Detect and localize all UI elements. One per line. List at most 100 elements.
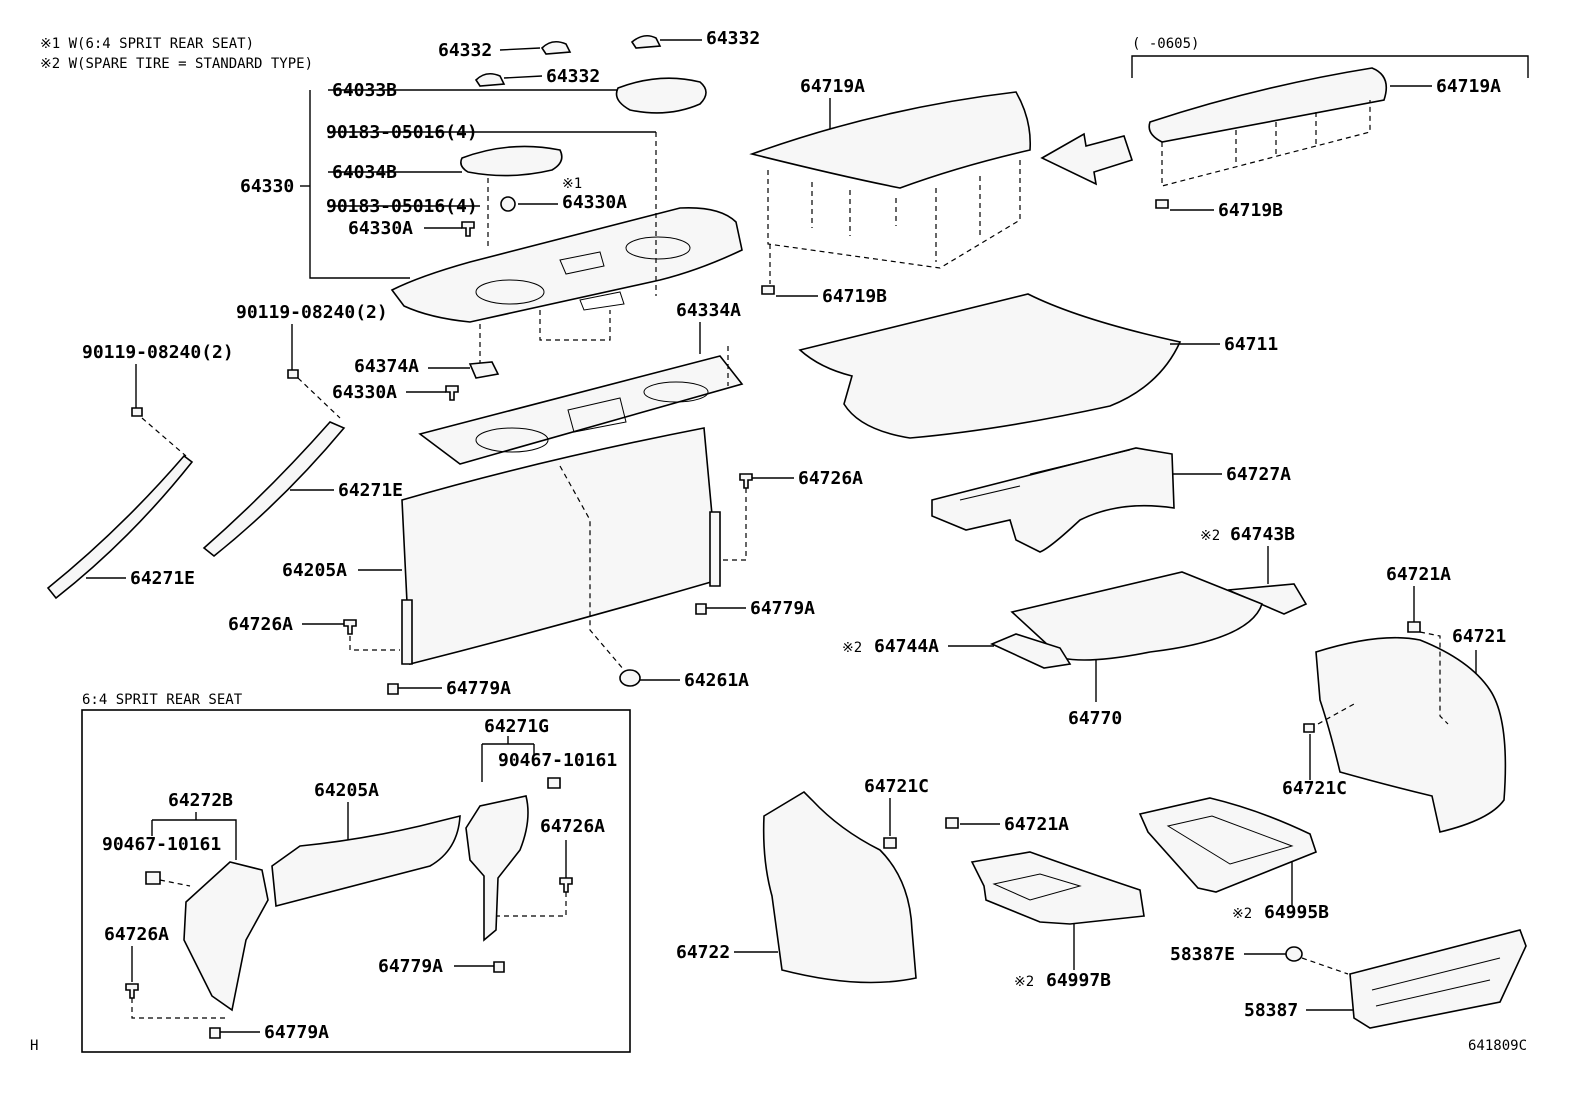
panel-64719A-a — [749, 91, 1032, 189]
label-64205A-a: 64205A — [282, 560, 347, 581]
mark-2-d: ※2 — [1232, 906, 1252, 922]
label-90119-b: 90119-08240(2) — [82, 342, 234, 363]
board-64205A-b — [271, 814, 461, 908]
panel-64719A-b — [1148, 67, 1388, 143]
clip-64779A-b — [387, 683, 399, 695]
label-64726A-b: 64726A — [228, 614, 293, 635]
clip-64726A-b — [343, 619, 357, 635]
label-90183-a: 90183-05016(4) — [326, 122, 478, 143]
label-64721C-b: 64721C — [864, 776, 929, 797]
garnish-64271G — [465, 795, 529, 942]
label-64721A-b: 64721A — [1004, 814, 1069, 835]
clip-90467-b — [145, 871, 161, 885]
label-64330: 64330 — [240, 176, 294, 197]
label-64711: 64711 — [1224, 334, 1278, 355]
clip-90119-a — [287, 369, 299, 379]
label-64726A-d: 64726A — [104, 924, 169, 945]
clip-64779A-c — [493, 961, 505, 973]
floor-64770 — [1010, 571, 1263, 661]
box-64995B — [1138, 797, 1317, 893]
label-64261A: 64261A — [684, 670, 749, 691]
clip-64330A-c — [445, 385, 459, 401]
label-64330A-c: 64330A — [332, 382, 397, 403]
label-64722: 64722 — [676, 942, 730, 963]
label-58387: 58387 — [1244, 1000, 1298, 1021]
label-64034B: 64034B — [332, 162, 397, 183]
clip-64374A — [468, 361, 500, 379]
clip-64721A-a — [1407, 621, 1421, 633]
clip-64261A — [619, 669, 641, 687]
note-2: ※2 W(SPARE TIRE = STANDARD TYPE) — [40, 56, 313, 72]
date-range: ( -0605) — [1132, 36, 1199, 52]
clip-64721C-b — [883, 837, 897, 849]
label-90467-b: 90467-10161 — [102, 834, 221, 855]
label-90183-b: 90183-05016(4) — [326, 196, 478, 217]
inset-box — [81, 709, 631, 1053]
mark-2-c: ※2 — [1014, 974, 1034, 990]
clip-64721A-b — [945, 817, 959, 829]
label-64272B: 64272B — [168, 790, 233, 811]
clip-64719B-b — [1155, 199, 1169, 209]
diagram-code: 641809C — [1468, 1038, 1527, 1054]
cap-64332-c — [474, 72, 506, 87]
clip-64726A-d — [125, 983, 139, 999]
clip-64330A-a — [500, 196, 516, 212]
label-64374A: 64374A — [354, 356, 419, 377]
label-64727A: 64727A — [1226, 464, 1291, 485]
corner-left-mark: H — [30, 1038, 38, 1054]
label-64719B-a: 64719B — [822, 286, 887, 307]
label-64719A-a: 64719A — [800, 76, 865, 97]
label-64770: 64770 — [1068, 708, 1122, 729]
label-64744A: 64744A — [874, 636, 939, 657]
clip-90119-b — [131, 407, 143, 417]
cover-64033B — [615, 77, 707, 114]
label-64779A-c: 64779A — [378, 956, 443, 977]
clip-90467-a — [547, 777, 561, 789]
plate-58387 — [1349, 929, 1527, 1029]
label-64743B: 64743B — [1230, 524, 1295, 545]
label-64332-c: 64332 — [546, 66, 600, 87]
label-64779A-b: 64779A — [446, 678, 511, 699]
label-64033B: 64033B — [332, 80, 397, 101]
mark-2-b: ※2 — [842, 640, 862, 656]
box-64997B — [970, 851, 1145, 925]
trim-64722 — [762, 790, 917, 984]
label-64271G: 64271G — [484, 716, 549, 737]
mark-1: ※1 — [562, 176, 582, 192]
trim-64721 — [1315, 636, 1507, 833]
label-64779A-a: 64779A — [750, 598, 815, 619]
label-64271E-b: 64271E — [130, 568, 195, 589]
note-1: ※1 W(6:4 SPRIT REAR SEAT) — [40, 36, 254, 52]
clip-64726A-c — [559, 877, 573, 893]
pad-64743B — [1227, 583, 1308, 615]
mat-64711 — [798, 293, 1182, 439]
direction-arrow — [1040, 132, 1134, 186]
date-range-bracket — [1131, 55, 1529, 78]
clip-64726A-a — [739, 473, 753, 489]
inset-title: 6:4 SPRIT REAR SEAT — [82, 692, 243, 708]
clip-58387E — [1285, 946, 1303, 962]
label-64995B: 64995B — [1264, 902, 1329, 923]
pad-64744A — [990, 633, 1072, 669]
cap-64332-a — [540, 40, 572, 55]
cover-64034B — [460, 145, 563, 177]
clip-64779A-d — [209, 1027, 221, 1039]
label-64726A-c: 64726A — [540, 816, 605, 837]
clip-64330A-b — [461, 221, 475, 237]
label-64330A-b: 64330A — [348, 218, 413, 239]
clip-64779A-a — [695, 603, 707, 615]
clip-64721C-a — [1303, 723, 1315, 733]
strip-64271E-b — [46, 454, 194, 600]
board-64205A — [401, 427, 719, 666]
label-64721C-a: 64721C — [1282, 778, 1347, 799]
label-64330A-a: 64330A — [562, 192, 627, 213]
label-64721A-a: 64721A — [1386, 564, 1451, 585]
mark-2-a: ※2 — [1200, 528, 1220, 544]
label-64332-b: 64332 — [706, 28, 760, 49]
label-64721: 64721 — [1452, 626, 1506, 647]
label-64334A: 64334A — [676, 300, 741, 321]
garnish-64272B — [183, 861, 269, 1012]
cap-64332-b — [630, 34, 662, 49]
label-64332-a: 64332 — [438, 40, 492, 61]
label-64779A-d: 64779A — [264, 1022, 329, 1043]
